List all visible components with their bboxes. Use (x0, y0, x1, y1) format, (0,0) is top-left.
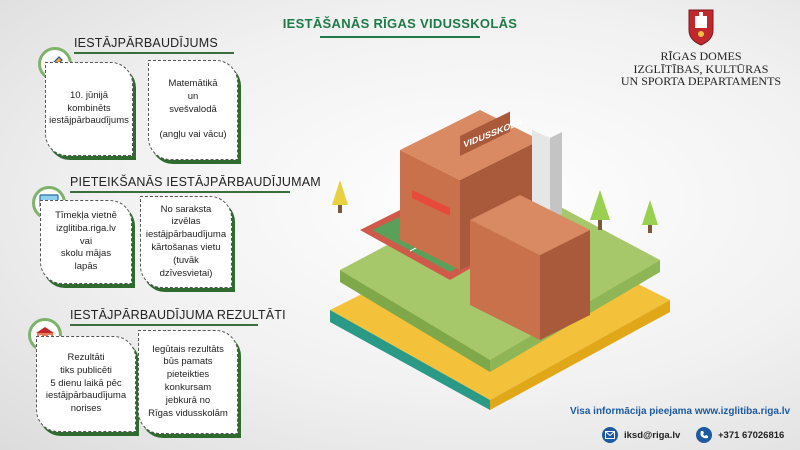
card-text: Rezultāti tiks publicēti 5 dienu laikā p… (45, 351, 127, 415)
info-card: No saraksta izvēlas iestājpārbaudījuma k… (140, 196, 232, 288)
section-underline (74, 52, 234, 54)
phone-contact[interactable]: +371 67026816 (696, 427, 784, 443)
phone-icon (696, 427, 712, 443)
department-line-3: UN SPORTA DEPARTAMENTS (620, 74, 782, 89)
page-title: IESTĀŠANĀS RĪGAS VIDUSSKOLĀS (282, 16, 518, 31)
card-text: Iegūtais rezultāts būs pamats pieteiktie… (148, 343, 228, 419)
section-underline (70, 324, 258, 326)
info-card: Matemātikā un svešvalodā (angļu vai vācu… (148, 60, 238, 160)
email-text[interactable]: iksd@riga.lv (624, 429, 681, 441)
section-title-results: IESTĀJPĀRBAUDĪJUMA REZULTĀTI (70, 308, 286, 322)
mail-icon (602, 427, 618, 443)
info-card: Iegūtais rezultāts būs pamats pieteiktie… (138, 330, 238, 434)
card-text: Tīmekļa vietnē izglitiba.riga.lv vai sko… (55, 209, 117, 273)
card-text: 10. jūnijā kombinēts iestājpārbaudījums (49, 89, 129, 127)
footer-info: Visa informācija pieejama www.izglitiba.… (570, 406, 791, 417)
department-name: RĪGAS DOMES IZGLĪTĪBAS, KULTŪRAS UN SPOR… (606, 50, 796, 88)
section-title-exam: IESTĀJPĀRBAUDĪJUMS (74, 36, 218, 50)
school-illustration (300, 110, 680, 410)
card-text: Matemātikā un svešvalodā (angļu vai vācu… (159, 77, 227, 141)
card-text: No saraksta izvēlas iestājpārbaudījuma k… (145, 203, 227, 279)
email-contact[interactable]: iksd@riga.lv (602, 427, 680, 443)
department-line-2: IZGLĪTĪBAS, KULTŪRAS (633, 61, 769, 76)
section-underline (70, 191, 290, 193)
info-card: 10. jūnijā kombinēts iestājpārbaudījums (45, 62, 133, 156)
riga-coat-of-arms-icon (687, 6, 715, 46)
info-card: Tīmekļa vietnē izglitiba.riga.lv vai sko… (40, 200, 132, 284)
section-title-application: PIETEIKŠANĀS IESTĀJPĀRBAUDĪJUMAM (70, 175, 321, 189)
info-card: Rezultāti tiks publicēti 5 dienu laikā p… (36, 336, 136, 432)
phone-text[interactable]: +371 67026816 (718, 429, 785, 441)
title-underline (320, 36, 480, 38)
department-line-1: RĪGAS DOMES (660, 49, 742, 63)
